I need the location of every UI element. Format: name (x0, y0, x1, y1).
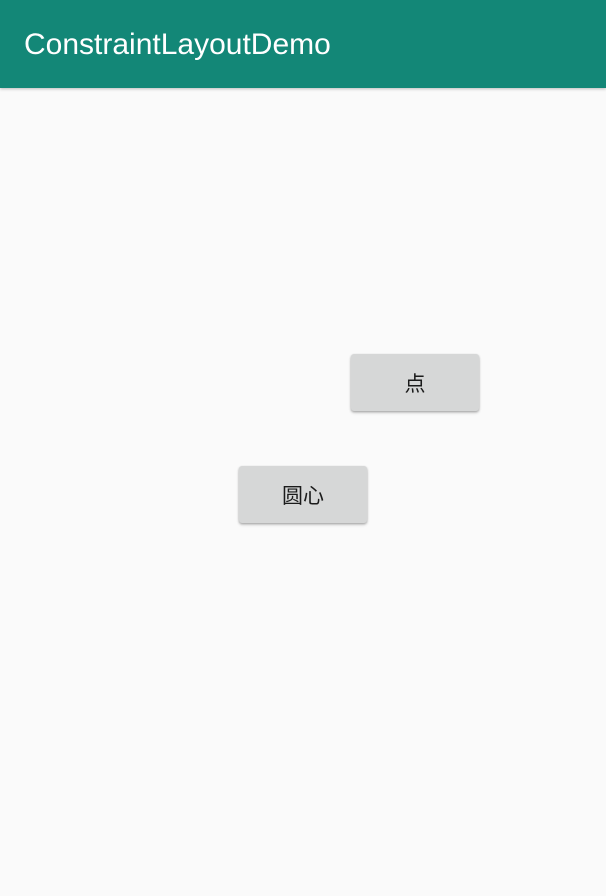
constraint-layout-content: 点 圆心 (0, 88, 606, 896)
circle-center-button[interactable]: 圆心 (239, 466, 367, 523)
circle-center-button-label: 圆心 (282, 483, 324, 508)
point-button-label: 点 (404, 371, 426, 396)
app-title: ConstraintLayoutDemo (24, 28, 331, 61)
point-button[interactable]: 点 (351, 354, 479, 411)
app-bar: ConstraintLayoutDemo (0, 0, 606, 88)
